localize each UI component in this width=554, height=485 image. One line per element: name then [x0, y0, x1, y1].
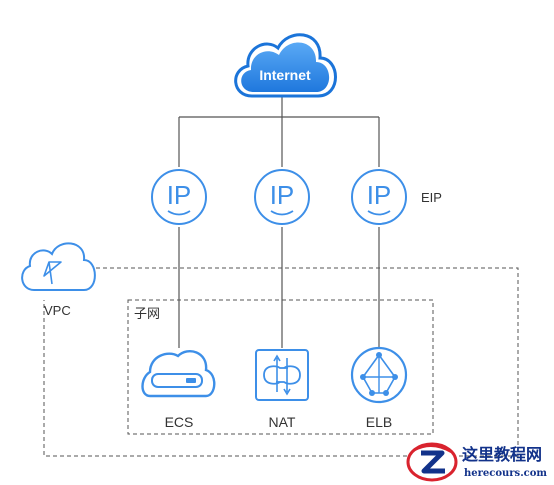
vpc-cloud-icon[interactable] [21, 242, 96, 291]
subnet-boundary [127, 299, 434, 435]
watermark-logo-icon [406, 442, 458, 482]
eip-label: EIP [421, 190, 442, 205]
ecs-label: ECS [165, 414, 194, 430]
ip-label: IP [367, 180, 392, 210]
eip-node-2[interactable]: IP [254, 169, 310, 225]
eip-node-1[interactable]: IP [151, 169, 207, 225]
nat-label: NAT [269, 414, 296, 430]
elb-load-balancer-icon[interactable] [350, 346, 408, 404]
watermark-title: 这里教程网 [462, 445, 542, 464]
internet-label: Internet [259, 67, 311, 83]
watermark-url: herecours.com [464, 468, 547, 479]
nat-gateway-icon[interactable] [255, 349, 309, 401]
watermark: 这里教程网 herecours.com [406, 442, 547, 482]
ip-label: IP [270, 180, 295, 210]
internet-cloud-icon[interactable]: Internet [234, 33, 337, 98]
eip-node-3[interactable]: IP [351, 169, 407, 225]
subnet-label: 子网 [134, 306, 160, 321]
vpc-boundary [43, 267, 519, 457]
vpc-label: VPC [44, 303, 71, 318]
elb-label: ELB [366, 414, 392, 430]
ip-label: IP [167, 180, 192, 210]
connection-lines [178, 96, 380, 348]
ecs-server-icon[interactable] [141, 350, 216, 398]
